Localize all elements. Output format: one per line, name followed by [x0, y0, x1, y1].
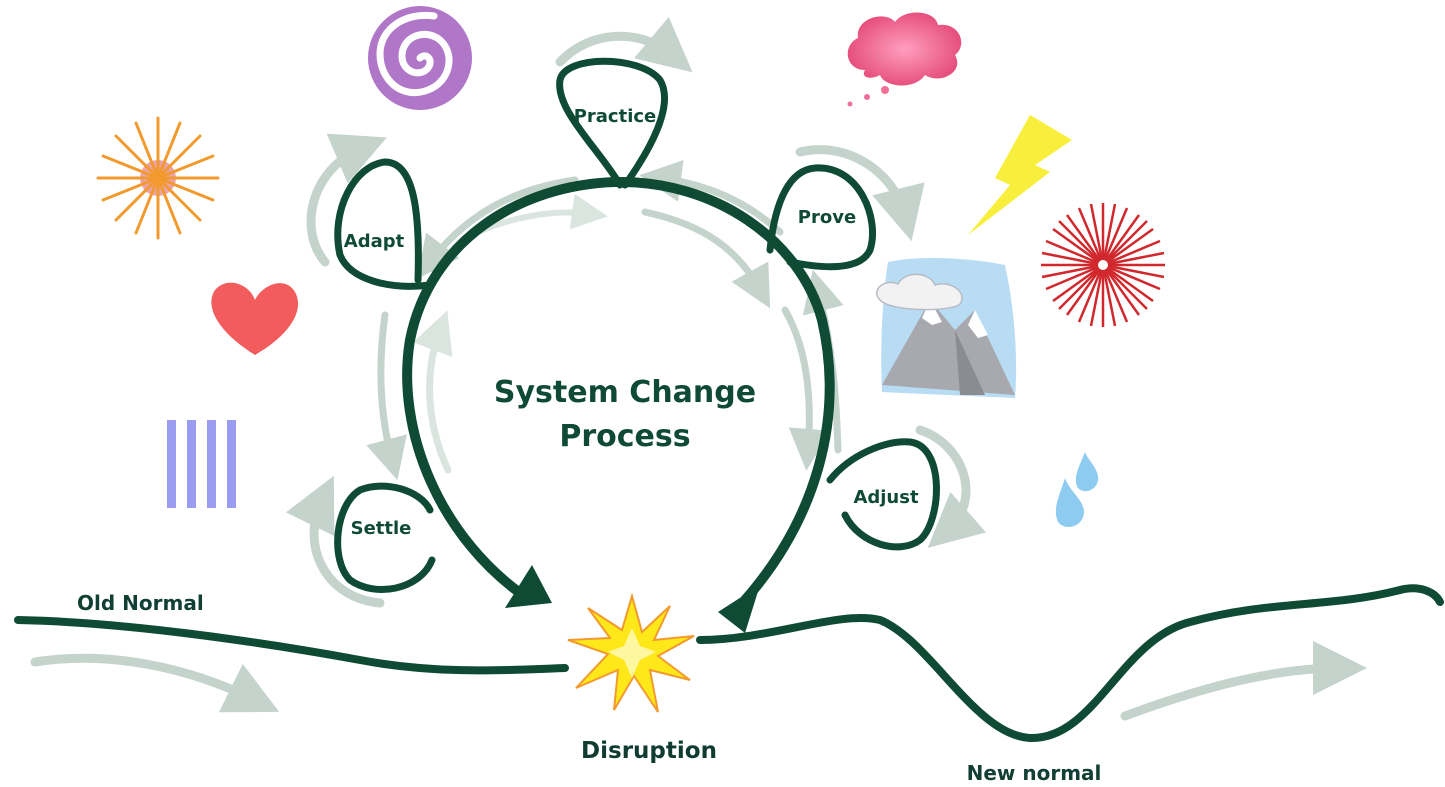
ribbons: [14, 57, 1444, 743]
stage-label-prove: Prove: [798, 207, 856, 228]
old-normal-arrow: [30, 653, 280, 713]
spiral-icon: [368, 6, 472, 110]
mountain-icon: [876, 258, 1017, 398]
stage-label-settle: Settle: [351, 518, 412, 539]
new-normal-ribbon: [696, 584, 1444, 743]
light-flow-arrows: [30, 16, 1367, 721]
stage-label-practice: Practice: [574, 106, 657, 127]
title-line-2: Process: [559, 419, 690, 454]
title-line-1: System Change: [494, 375, 756, 410]
adapt-loop-arrow: [306, 133, 387, 267]
inner-arrow-top: [475, 193, 608, 235]
inner-arrow-left: [412, 310, 453, 474]
stripes-icon: [167, 420, 236, 508]
practice-loop: [556, 57, 668, 189]
practice-loop-arrow: [555, 16, 693, 73]
adjust-loop-arrow: [915, 425, 987, 548]
arrowhead-right: [718, 585, 760, 633]
prove-loop: [766, 164, 877, 271]
water-drops-icon: [1055, 452, 1099, 527]
reverse-arrow-left: [366, 311, 407, 481]
inner-arrow-right: [641, 208, 771, 309]
lightning-icon: [968, 115, 1072, 235]
old-normal-label: Old Normal: [77, 591, 204, 615]
heart-icon: [211, 282, 299, 355]
old-normal-ribbon: [14, 616, 569, 675]
arrowhead-left: [505, 565, 552, 608]
disruption-label: Disruption: [581, 738, 717, 764]
adjust-loop: [826, 438, 940, 551]
orange-burst-icon: [96, 116, 220, 240]
new-normal-arrow: [1120, 641, 1367, 721]
adapt-loop: [334, 158, 434, 290]
new-normal-label: New normal: [967, 761, 1102, 785]
settle-loop: [334, 482, 436, 594]
prove-loop-arrow: [795, 145, 925, 242]
disruption-star-icon: [567, 592, 695, 713]
reverse-arrow-top-left: [417, 176, 579, 279]
settle-loop-arrow: [285, 475, 385, 608]
pink-cloud-icon: [847, 12, 962, 107]
stage-label-adapt: Adapt: [344, 231, 405, 252]
stage-label-adjust: Adjust: [853, 487, 919, 508]
inner-arrow-right2: [781, 306, 831, 471]
red-burst-icon: [1041, 203, 1165, 327]
reverse-arrow-top-right: [639, 159, 784, 236]
